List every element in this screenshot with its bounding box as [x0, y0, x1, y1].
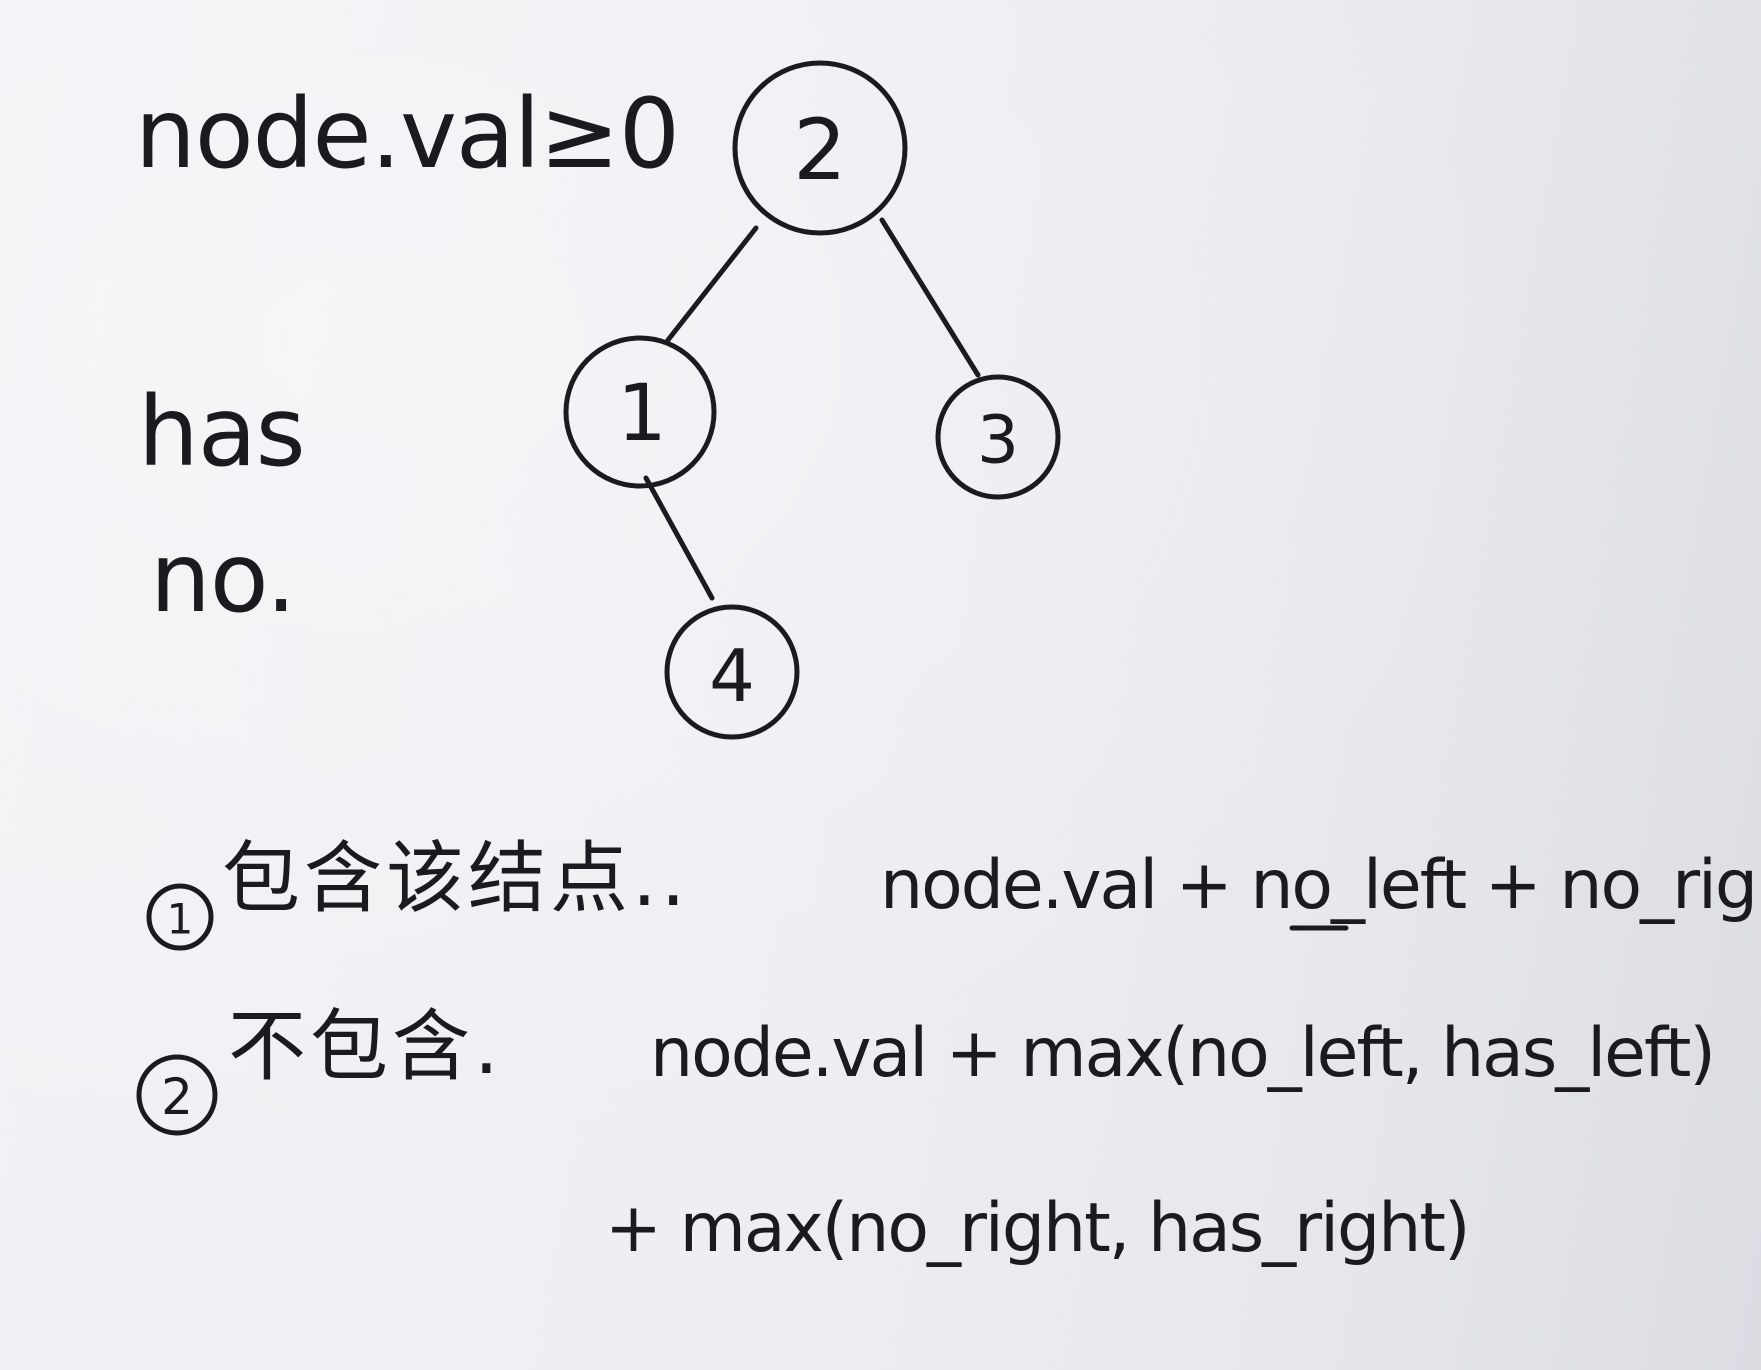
case-1-marker: 1	[167, 895, 194, 944]
tree-node-1-value: 1	[617, 369, 667, 459]
case-2-formula-continuation: + max(no_right, has_right)	[605, 1189, 1470, 1268]
case-1-marker-circle	[146, 883, 214, 951]
state-label-no: no.	[150, 522, 296, 634]
case-1-formula: node.val + no_left + no_right	[880, 846, 1761, 925]
case-1-label: 包含该结点..	[222, 834, 690, 924]
edge-2-1	[665, 225, 759, 343]
state-label-has: has	[138, 376, 306, 488]
tree-node-4	[664, 604, 800, 740]
tree-node-3	[935, 374, 1061, 500]
tree-node-1	[563, 335, 717, 489]
tree-node-3-value: 3	[977, 402, 1019, 479]
edge-1-4	[643, 475, 715, 601]
edge-2-3	[879, 217, 981, 378]
case-2-marker-circle	[136, 1054, 218, 1136]
tree-node-4-value: 4	[709, 634, 755, 718]
case-2-marker: 2	[161, 1068, 193, 1126]
case-2-formula: node.val + max(no_left, has_left)	[650, 1014, 1716, 1093]
constraint-label: node.val≥0	[135, 78, 680, 190]
tree-node-2-value: 2	[793, 101, 846, 199]
tree-node-2	[732, 60, 908, 236]
case-2-label: 不包含.	[228, 1002, 503, 1092]
